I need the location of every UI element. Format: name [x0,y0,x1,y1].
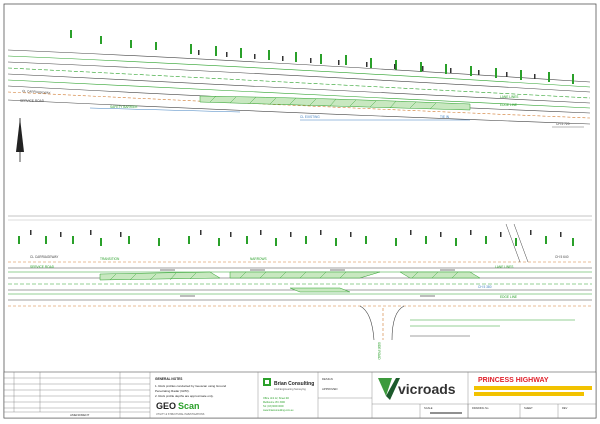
upper-label-lane-lines: LANE LINES [500,95,518,99]
lower-label-cl-carriageway: CL CARRIAGEWAY [30,255,59,259]
lower-label-chainage-a: CH 5 640 [555,255,569,259]
upper-label-service-road: SERVICE ROAD [20,99,45,103]
upper-label-chainage: CH 5 720 [556,122,570,126]
lower-label-transition: TRANSITION [100,257,120,261]
subtitle-highlight-2 [474,392,584,396]
upper-label-tie-in: TIE IN [440,115,450,119]
consultant-address-2: Melbourne VIC 3000 [263,401,286,404]
upper-label-cl-carriageway: CL CARRIAGEWAY [22,89,51,95]
geoscan-logo-b: Scan [178,401,200,411]
lower-plan: CL CARRIAGEWAY SERVICE ROAD NARROWS TRAN… [8,215,592,360]
geoscan-logo: GEO Scan UTILITY & STRUCTURAL INVESTIGAT… [156,401,205,416]
amendment-label: AMENDMENT [70,413,90,417]
lower-label-chainage-b: CH 5 380 [478,285,492,289]
vicroads-wordmark: vicroads [398,381,456,397]
project-title: PRINCESS HIGHWAY [478,377,549,384]
sheet-label: SHEET [524,406,533,410]
consultant-address-3: Tel: (03) 9000 0000 [263,405,284,408]
lower-painted-islands [99,271,481,293]
north-arrow-icon [16,118,24,162]
approved-label: APPROVED [322,387,338,391]
upper-label-cl-existing: CL EXISTING [300,115,320,119]
lower-label-side-road: SIDE ROAD [377,342,381,360]
title-block: AMENDMENT GENERAL NOTES 1. Rock profiles… [3,371,597,419]
design-label: DESIGN [322,377,333,381]
consultant-name: Brian Consulting [274,381,314,387]
lower-label-narrows: NARROWS [250,257,267,261]
upper-plan: CL CARRIAGEWAY SERVICE ROAD SAFETY BARRI… [7,30,591,162]
consultant-subtitle: Civil Engineering Surveying [274,387,306,391]
vicroads-logo: vicroads [378,378,456,400]
geoscan-logo-a: GEO [156,401,176,411]
note-line-1: 1. Rock profiles conducted by Geoscan us… [155,384,226,388]
consultant-address-1: Office Unit 12, Street Rd [263,397,290,400]
lower-label-lane-lines: LANE LINES [495,265,513,269]
upper-painted-median [199,95,471,111]
subtitle-highlight-1 [474,386,592,390]
notes-heading: GENERAL NOTES [155,377,182,381]
upper-label-edge-line: EDGE LINE [500,103,517,107]
lower-label-service-road: SERVICE ROAD [30,265,55,269]
upper-survey-marks [70,30,574,84]
consultant-logo: Brian Consulting Civil Engineering Surve… [263,378,314,412]
revision-label: REV [562,406,568,410]
sheet-border [3,3,597,419]
drawing-no-label: DRAWING No [472,406,489,410]
note-line-3: 2. Rock profile depths are approximate o… [155,394,214,398]
upper-label-safety-barrier: SAFETY BARRIER [110,105,138,109]
geoscan-tagline: UTILITY & STRUCTURAL INVESTIGATIONS [156,413,205,416]
note-line-2: Penetrating Radar (GPR). [155,389,190,393]
scale-label: SCALE [424,406,433,410]
consultant-address-4: www.brianconsulting.com.au [263,409,294,412]
lower-label-edge-line: EDGE LINE [500,295,517,299]
